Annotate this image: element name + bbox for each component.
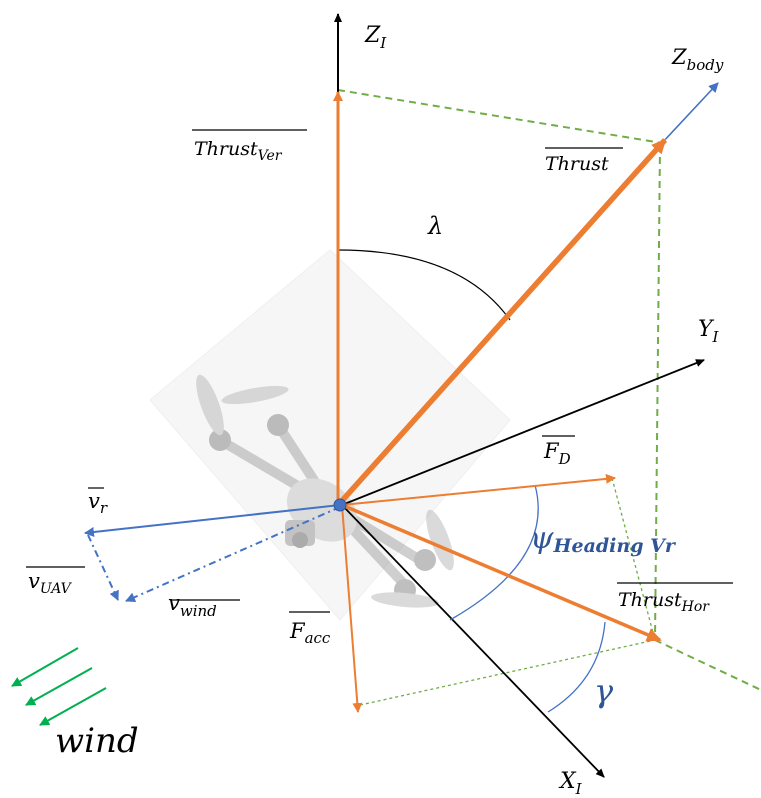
svg-text:vUAV: vUAV [28, 569, 73, 597]
z-body-label: Zbody [671, 45, 724, 74]
thrust-horizontal-label: ThrustHor [617, 582, 733, 615]
projection-top-line [337, 89, 663, 144]
projection-vertical-line [654, 144, 661, 641]
acceleration-force-label: Facc [289, 611, 331, 647]
relative-velocity-vector [84, 504, 341, 537]
y-inertial-axis [341, 359, 705, 506]
psi-heading-label: ψHeading Vr [530, 521, 677, 557]
thrust-vector [337, 138, 668, 505]
thrust-vertical-label: ThrustVer [192, 129, 307, 164]
lambda-angle-arc [337, 249, 511, 321]
thrust-horizontal-vector [341, 503, 662, 642]
wind-velocity-vector [125, 506, 341, 602]
relative-velocity-label: vr [88, 487, 108, 517]
svg-text:ThrustHor: ThrustHor [618, 589, 710, 615]
wind-velocity-label: vwind [168, 591, 240, 620]
x-inertial-label: XI [558, 769, 583, 798]
force-parallelogram-side-2 [359, 639, 656, 706]
drag-force-label: FD [542, 435, 575, 468]
svg-text:Facc: Facc [289, 619, 331, 647]
force-parallelogram-side-1 [611, 477, 656, 641]
thrust-label: Thrust [545, 147, 623, 175]
svg-text:ThrustVer: ThrustVer [194, 138, 283, 164]
origin-point [333, 498, 347, 512]
acceleration-force-vector [341, 504, 363, 713]
svg-text:Thrust: Thrust [545, 153, 609, 175]
gamma-angle-arc [547, 621, 606, 713]
lambda-label: λ [427, 212, 443, 240]
gamma-label: γ [594, 672, 614, 710]
uav-velocity-vector [87, 534, 119, 601]
drone-photo-backdrop [149, 249, 511, 621]
wind-label: wind [55, 721, 139, 761]
uav-velocity-label: vUAV [26, 566, 85, 597]
y-inertial-label: YI [698, 317, 720, 346]
svg-text:FD: FD [543, 439, 571, 468]
x-inertial-axis [341, 504, 605, 778]
z-inertial-label: ZI [364, 23, 387, 52]
drag-force-vector [341, 473, 616, 506]
projection-diagonal-line [654, 639, 761, 691]
svg-text:vwind: vwind [168, 591, 217, 620]
psi-angle-arc [449, 484, 539, 621]
svg-text:vr: vr [88, 489, 108, 517]
z-body-axis [661, 82, 719, 144]
wind-arrows-icon [11, 647, 107, 726]
